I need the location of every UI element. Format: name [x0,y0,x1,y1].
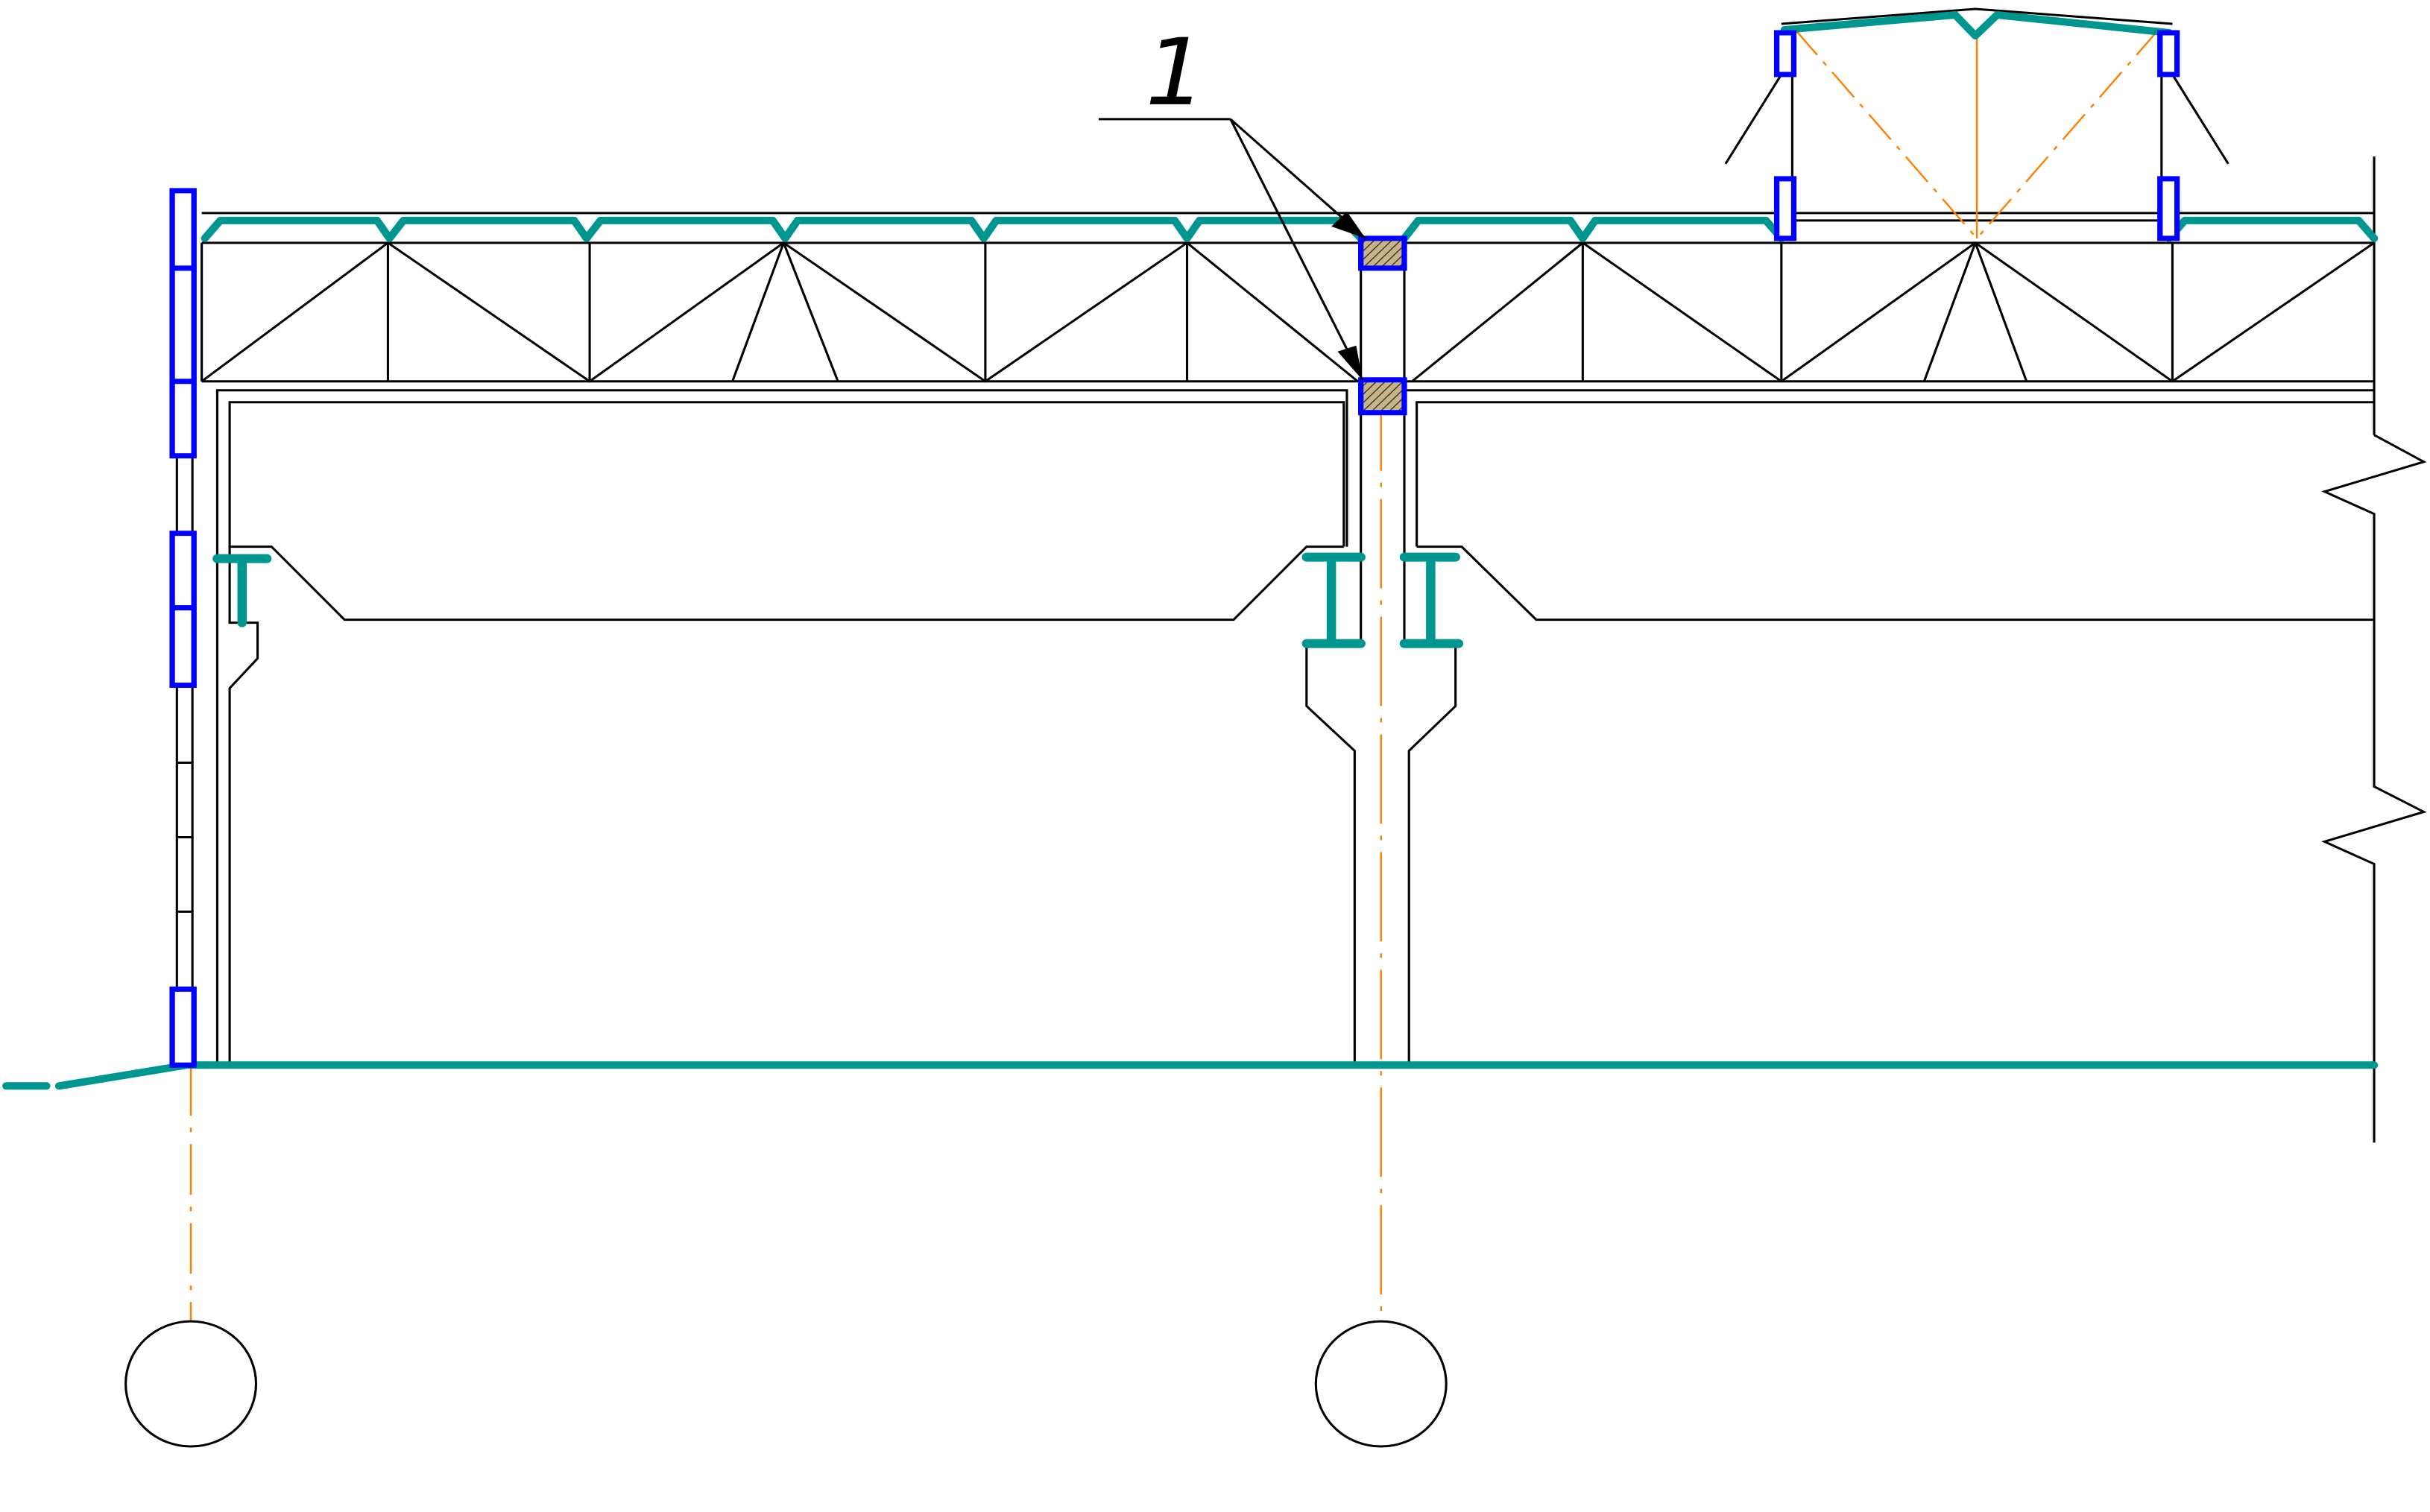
crane-rails [212,552,1464,648]
axis-bubble-left [124,1320,258,1448]
axis-bubble-icon [1314,1320,1448,1448]
center-lines [189,29,2159,1323]
callout-arrow-icon [1337,345,1363,380]
structure-lines [175,7,2427,1143]
marked-elements [1358,235,1407,416]
callout-leaders [1098,118,1366,381]
wall-panels [169,30,2180,1068]
marked-element-top [1358,235,1407,271]
axis-bubble-middle [1314,1320,1448,1448]
callout-label: 1 [1145,19,1206,126]
axis-bubble-icon [124,1320,258,1448]
marked-element-bottom [1358,377,1407,416]
roof-and-floor [2,10,2379,1090]
callout-arrow-icon [1331,211,1366,238]
